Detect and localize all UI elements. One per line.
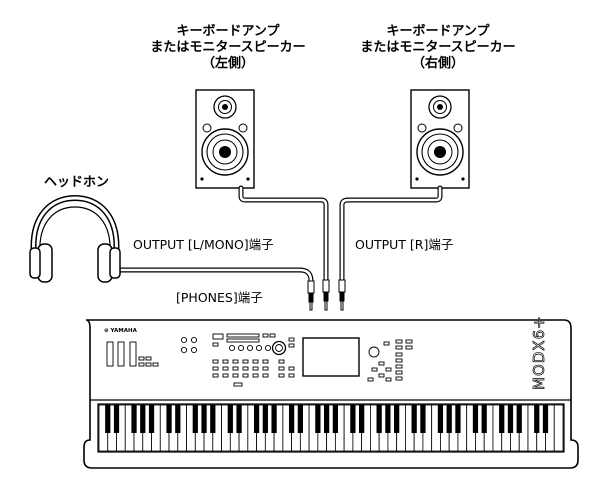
- black-key: [499, 405, 505, 433]
- black-key: [315, 405, 321, 433]
- black-keys: [105, 405, 549, 433]
- headphones-label: ヘッドホン: [44, 175, 110, 190]
- speaker-left-line2: またはモニタースピーカー: [150, 40, 306, 55]
- black-key: [516, 405, 522, 433]
- speaker-cables: [109, 185, 443, 286]
- black-key: [271, 405, 277, 433]
- output-lmono-plug: [322, 279, 330, 311]
- black-key: [350, 405, 356, 433]
- keyboard-panel: ⊛ YAMAHA MODX6+: [104, 315, 548, 390]
- black-key: [359, 405, 365, 433]
- black-key: [105, 405, 111, 433]
- speaker-right-side: （右側）: [411, 56, 464, 71]
- output-r-plug: [338, 279, 346, 311]
- black-key: [201, 405, 207, 433]
- black-key: [297, 405, 303, 433]
- black-key: [148, 405, 155, 433]
- model-logo: MODX6+: [530, 315, 548, 390]
- speaker-left: [195, 89, 255, 189]
- jack-plugs: [307, 279, 346, 311]
- black-key: [411, 405, 417, 433]
- black-key: [227, 405, 233, 433]
- white-key: [553, 404, 564, 452]
- black-key: [394, 405, 400, 433]
- black-key: [332, 405, 338, 433]
- speaker-left-label: キーボードアンプ またはモニタースピーカー （左側）: [128, 24, 328, 72]
- black-key: [455, 405, 461, 433]
- headphones: [29, 194, 121, 283]
- black-key: [131, 405, 137, 433]
- black-key: [253, 405, 260, 433]
- speaker-left-side: （左側）: [201, 56, 254, 71]
- phones-plug: [307, 280, 315, 311]
- black-key: [437, 405, 444, 433]
- speaker-right-label: キーボードアンプ またはモニタースピーカー （右側）: [338, 24, 538, 72]
- black-key: [542, 405, 549, 433]
- speaker-right-line1: キーボードアンプ: [386, 24, 490, 39]
- black-key: [420, 405, 426, 433]
- speaker-right-line2: またはモニタースピーカー: [360, 40, 516, 55]
- black-key: [481, 405, 487, 433]
- output-lmono-label: OUTPUT [L/MONO]端子: [133, 237, 274, 252]
- black-key: [534, 405, 540, 433]
- black-key: [262, 405, 268, 433]
- black-key: [236, 405, 242, 433]
- black-key: [113, 405, 120, 433]
- speaker-right: [410, 89, 470, 189]
- speaker-left-line1: キーボードアンプ: [176, 24, 280, 39]
- black-key: [324, 405, 330, 433]
- black-key: [166, 405, 172, 433]
- black-key: [192, 405, 198, 433]
- brand-logo: ⊛ YAMAHA: [104, 328, 138, 334]
- black-key: [140, 405, 146, 433]
- black-key: [376, 405, 382, 433]
- black-key: [210, 405, 216, 433]
- output-r-label: OUTPUT [R]端子: [355, 237, 454, 252]
- white-keys: [98, 404, 564, 452]
- black-key: [472, 405, 479, 433]
- black-key: [446, 405, 452, 433]
- phones-label: [PHONES]端子: [176, 290, 263, 305]
- black-key: [385, 405, 391, 433]
- black-key: [175, 405, 181, 433]
- black-key: [288, 405, 295, 433]
- black-key: [507, 405, 514, 433]
